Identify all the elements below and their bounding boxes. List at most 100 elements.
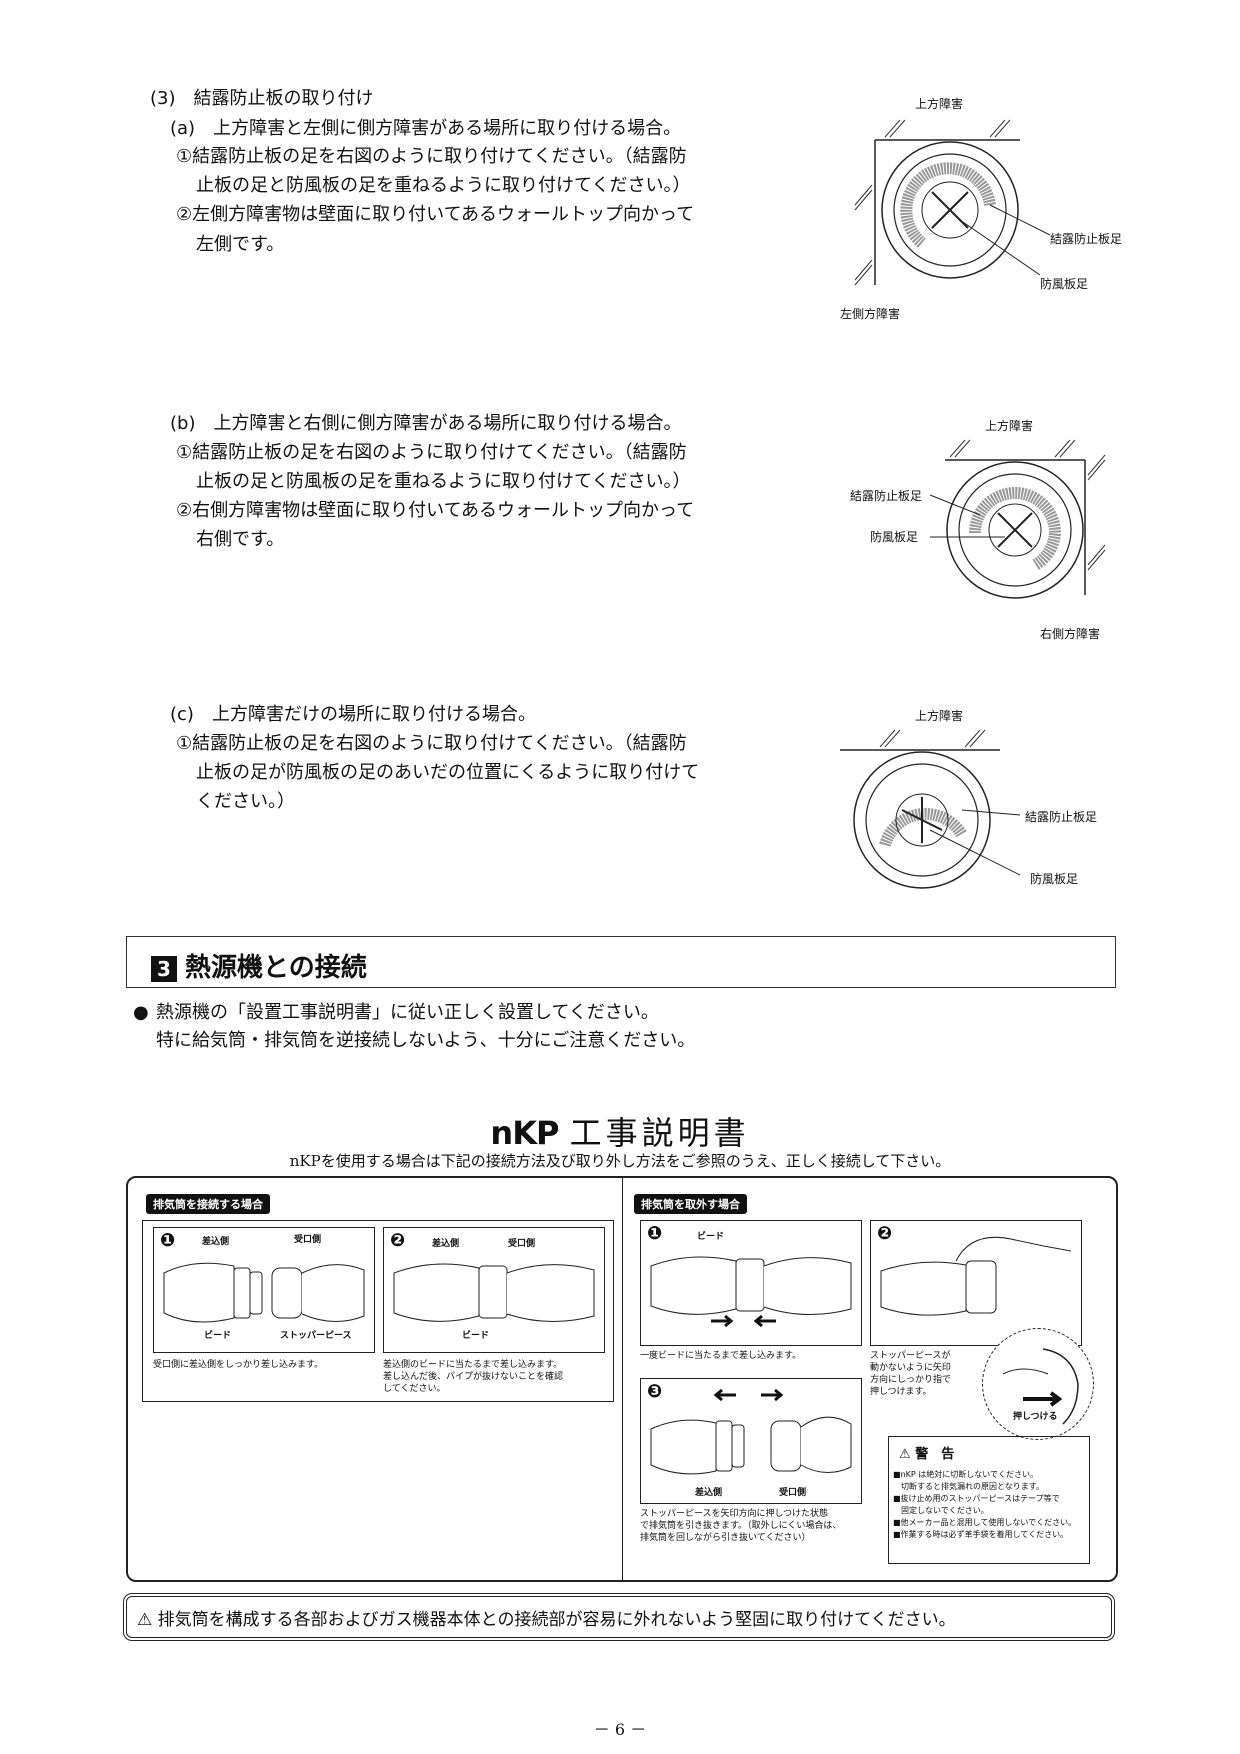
remove-step-2: ❷ xyxy=(870,1220,1082,1346)
case-a-line1: ①結露防止板の足を右図のように取り付けてください。（結露防 xyxy=(176,146,687,167)
warning-icon: ⚠ xyxy=(899,1447,911,1462)
nkp-title-text: 工事説明書 xyxy=(569,1114,750,1152)
case-b-line1: ①結露防止板の足を右図のように取り付けてください。（結露防 xyxy=(176,442,687,463)
remove-step-3: ❸ 差込側 受口側 xyxy=(640,1378,862,1504)
figure-b-drawing xyxy=(929,439,1106,599)
warning-line-4: ■作業する時は必ず革手袋を着用してください。 xyxy=(893,1530,1069,1539)
case-c-line2: 止板の足が防風板の足のあいだの位置にくるように取り付けて xyxy=(196,762,700,783)
connection-note-1: 熱源機の「設置工事説明書」に従い正しく設置してください。 xyxy=(156,1002,659,1023)
figure-case-c: 上方障害 結露防止板足 防風板足 xyxy=(840,705,1140,905)
figure-case-a: 上方障害 左側方障害 結露防止板足 防風板足 xyxy=(840,95,1140,325)
case-b-line4: 右側です。 xyxy=(196,529,285,550)
connect-s1-insert-label: 差込側 xyxy=(202,1237,230,1247)
case-c-line1: ①結露防止板の足を右図のように取り付けてください。（結露防 xyxy=(176,733,687,754)
nkp-subtitle: nKPを使用する場合は下記の接続方法及び取り外し方法をご参照のうえ、正しく接続し… xyxy=(289,1152,951,1170)
remove-s2-detail-circle: 押しつける xyxy=(982,1328,1094,1440)
remove-s1-caption: 一度ビードに当たるまで差し込みます。 xyxy=(640,1351,802,1361)
connect-steps-box: ❶ 差込側 受口側 ビード ストッパーピース 受口側に差込側をしっかり差し込みま… xyxy=(142,1220,614,1402)
connect-s1-bead-label: ビード xyxy=(204,1331,232,1341)
fig-b-side-label: 右側方障害 xyxy=(1040,627,1101,641)
connect-s2-bead-label: ビード xyxy=(462,1331,490,1341)
remove-step-3-drawing xyxy=(650,1388,852,1475)
fig-a-label-condensation-leg: 結露防止板足 xyxy=(1050,232,1123,246)
nkp-title: nKP 工事説明書 xyxy=(0,1108,1240,1154)
remove-s2-caption-2: 動かないように矢印 xyxy=(870,1363,951,1373)
connect-step-2: ❷ 差込側 受口側 ビード xyxy=(383,1227,605,1353)
figure-case-b: 上方障害 右側方障害 結露防止板足 防風板足 xyxy=(840,415,1140,645)
remove-s1-bead-label: ビード xyxy=(697,1232,725,1242)
section-heading: (3) 結露防止板の取り付け xyxy=(150,88,374,109)
fig-a-top-label: 上方障害 xyxy=(915,97,964,111)
nkp-instruction-panel: 排気筒を接続する場合 ❶ 差込側 受口側 ビード ストッパーピース 受口側に差込… xyxy=(126,1176,1118,1582)
remove-s3-caption-2: で排気筒を引き抜きます。（取外しにくい場合は、 xyxy=(640,1521,842,1531)
connect-tag: 排気筒を接続する場合 xyxy=(146,1194,270,1214)
fig-a-label-wind-leg: 防風板足 xyxy=(1040,277,1089,291)
page-number: － 6 － xyxy=(593,1720,647,1739)
case-c-line3: ください。） xyxy=(196,791,295,812)
fig-b-label-wind-leg: 防風板足 xyxy=(870,530,919,544)
case-b-line3: ②右側方障害物は壁面に取り付いてあるウォールトップ向かって xyxy=(176,500,695,521)
remove-step-3-number: ❸ xyxy=(647,1381,663,1402)
warning-line-3: ■他メーカー品と混用して使用しないでください。 xyxy=(893,1518,1077,1527)
remove-s2-push-label: 押しつける xyxy=(1013,1412,1058,1422)
connection-note-2: 特に給気筒・排気筒を逆接続しないよう、十分にご注意ください。 xyxy=(156,1030,696,1051)
panel-divider xyxy=(622,1178,623,1580)
section-header-box: 3 熱源機との接続 xyxy=(126,936,1116,988)
warning-line-1b: 切断すると排気漏れの原因となります。 xyxy=(893,1482,1044,1491)
case-b-line2: 止板の足と防風板の足を重ねるように取り付けてください。） xyxy=(196,471,691,492)
connect-s1-receive-label: 受口側 xyxy=(294,1235,322,1245)
warning-line-2: ■抜け止め用のストッパーピースはテープ等で xyxy=(893,1494,1060,1503)
caution-text: 排気筒を構成する各部およびガス機器本体との接続部が容易に外れないよう堅固に取り付… xyxy=(157,1610,956,1630)
fig-a-side-label: 左側方障害 xyxy=(840,307,901,321)
connect-s2-receive-label: 受口側 xyxy=(508,1239,536,1249)
remove-step-2-drawing xyxy=(880,1236,1072,1316)
remove-tag: 排気筒を取外す場合 xyxy=(634,1194,747,1214)
remove-step-1-number: ❶ xyxy=(647,1223,663,1244)
connect-s1-caption: 受口側に差込側をしっかり差し込みます。 xyxy=(153,1360,324,1370)
case-a-line2: 止板の足と防風板の足を重ねるように取り付けてください。） xyxy=(196,175,691,196)
connect-step-1-drawing xyxy=(163,1262,365,1323)
connect-step-2-number: ❷ xyxy=(390,1230,406,1251)
caution-icon: ⚠ xyxy=(137,1610,153,1630)
fig-b-top-label: 上方障害 xyxy=(985,419,1034,433)
connect-s1-stopper-label: ストッパーピース xyxy=(280,1331,352,1341)
connect-step-1-number: ❶ xyxy=(160,1230,176,1251)
case-c-title: (c) 上方障害だけの場所に取り付ける場合。 xyxy=(170,704,536,725)
case-a-title: (a) 上方障害と左側に側方障害がある場所に取り付ける場合。 xyxy=(170,118,682,139)
remove-s3-caption-1: ストッパーピースを矢印方向に押しつけた状態 xyxy=(640,1509,829,1519)
warning-line-1: ■nKP は絶対に切断しないでください。 xyxy=(893,1470,1039,1479)
caution-box: ⚠ 排気筒を構成する各部およびガス機器本体との接続部が容易に外れないよう堅固に取… xyxy=(126,1596,1112,1638)
connect-step-1: ❶ 差込側 受口側 ビード ストッパーピース xyxy=(153,1227,375,1353)
fig-c-label-wind-leg: 防風板足 xyxy=(1030,872,1079,886)
remove-s2-caption-3: 方向にしっかり指で xyxy=(870,1375,952,1385)
remove-s3-caption-3: 排気筒を回しながら引き抜いてください） xyxy=(640,1533,811,1543)
remove-s3-receive-label: 受口側 xyxy=(779,1488,807,1498)
remove-s2-caption-1: ストッパーピースが xyxy=(870,1351,951,1361)
fig-c-top-label: 上方障害 xyxy=(915,709,964,723)
section-number-badge: 3 xyxy=(151,956,177,982)
fig-c-label-condensation-leg: 結露防止板足 xyxy=(1025,810,1098,824)
connect-step-2-drawing xyxy=(393,1263,595,1322)
warning-line-2b: 固定しないでください。 xyxy=(893,1506,989,1515)
case-b-title: (b) 上方障害と右側に側方障害がある場所に取り付ける場合。 xyxy=(170,413,682,434)
nkp-logo: nKP xyxy=(490,1114,559,1152)
figure-a-drawing xyxy=(854,119,1051,286)
case-a-line4: 左側です。 xyxy=(196,234,285,255)
remove-s2-caption-4: 押しつけます。 xyxy=(870,1387,932,1397)
warning-box: ⚠ 警 告 ■nKP は絶対に切断しないでください。 切断すると排気漏れの原因と… xyxy=(888,1436,1090,1564)
connect-s2-caption-2: 差し込んだ後、パイプが抜けないことを確認 xyxy=(383,1372,564,1382)
remove-s2-detail-drawing xyxy=(1002,1348,1079,1425)
case-a-line3: ②左側方障害物は壁面に取り付いてあるウォールトップ向かって xyxy=(176,204,695,225)
section-title: 熱源機との接続 xyxy=(185,953,367,983)
figure-c-drawing xyxy=(840,729,1021,889)
connect-s2-caption-1: 差込側のビードに当たるまで差し込みます。 xyxy=(383,1360,563,1370)
connect-s2-caption-3: してください。 xyxy=(383,1384,446,1394)
remove-step-2-number: ❷ xyxy=(877,1223,893,1244)
remove-s3-insert-label: 差込側 xyxy=(695,1488,723,1498)
warning-title: 警 告 xyxy=(915,1447,955,1462)
bullet-icon: ● xyxy=(133,1002,149,1023)
remove-step-1: ❶ ビード xyxy=(640,1220,862,1346)
fig-b-label-condensation-leg: 結露防止板足 xyxy=(850,489,923,503)
connect-s2-insert-label: 差込側 xyxy=(432,1239,460,1249)
remove-step-1-drawing xyxy=(650,1256,852,1328)
